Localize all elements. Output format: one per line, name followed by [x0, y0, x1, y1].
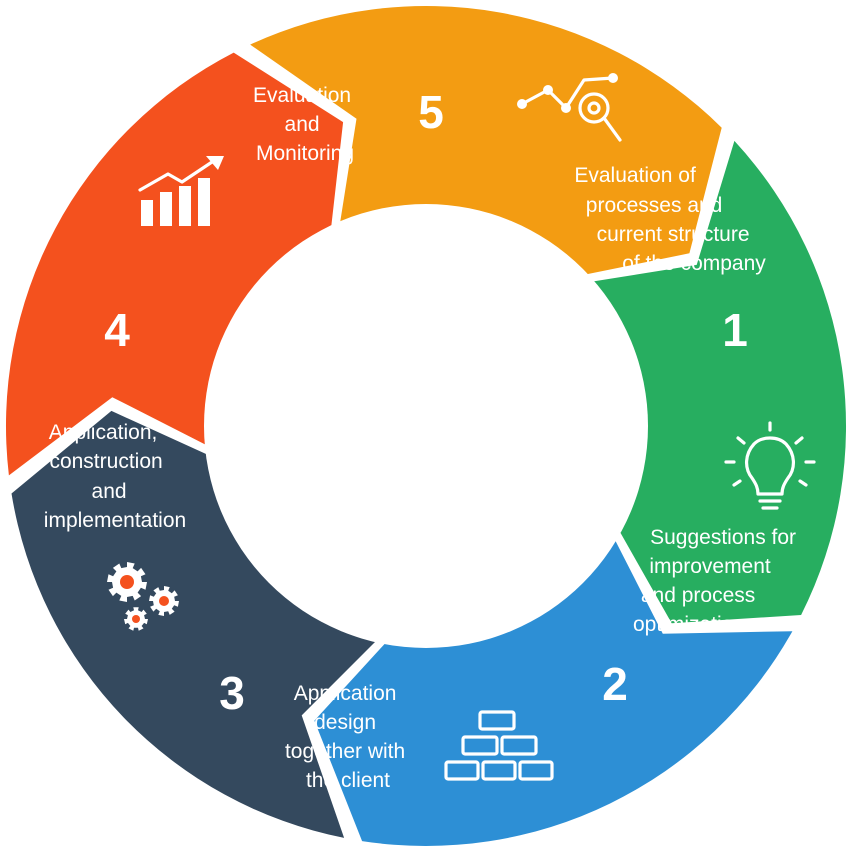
gear-hole: [159, 596, 169, 606]
step-2-label-line-4: optimization: [633, 613, 745, 636]
step-3-label-line-2: design: [314, 711, 376, 734]
step-1-label-line-2: processes and: [586, 194, 723, 217]
step-4-number: 4: [104, 304, 130, 356]
cycle-segments: [5, 6, 847, 846]
center-circle: [204, 204, 648, 648]
step-3-label-line-3: together with: [285, 740, 405, 763]
segment-step-5: [250, 6, 722, 277]
step-2-label-line-2: improvement: [649, 555, 771, 578]
gear-hole: [132, 615, 140, 623]
step-2-number: 2: [602, 658, 628, 710]
step-4: 4 Application, construction and implemen…: [44, 304, 186, 631]
lightbulb-icon: [724, 421, 816, 510]
segment-step-1: [580, 140, 847, 624]
step-5-label-line-3: Monitoring: [256, 142, 354, 165]
step-2-label-line-1: Suggestions for: [650, 526, 796, 549]
segment-step-3: [11, 410, 385, 838]
bricks-icon: [444, 710, 554, 781]
segment-step-4: [5, 52, 344, 476]
step-3-label-line-4: the client: [306, 769, 390, 792]
gears-icon: [107, 562, 179, 631]
step-5-label-line-2: and: [285, 113, 320, 136]
step-5-label: Evaluation and Monitoring: [253, 84, 357, 165]
step-1-number: 1: [722, 304, 748, 356]
step-3-label: Application design together with the cli…: [285, 682, 411, 792]
step-1: Evaluation of processes and current stru…: [517, 73, 766, 356]
step-5-label-line-1: Evaluation: [253, 84, 351, 107]
gear-hole: [120, 575, 134, 589]
step-2-label-line-3: and process: [641, 584, 755, 607]
step-1-label: Evaluation of processes and current stru…: [574, 164, 766, 275]
step-4-label-line-3: and: [92, 480, 127, 503]
step-2-label: Suggestions for improvement and process …: [633, 526, 802, 636]
step-2: Suggestions for improvement and process …: [602, 421, 816, 710]
step-3-label-line-1: Application: [294, 682, 397, 705]
step-4-label-line-4: implementation: [44, 509, 186, 532]
growth-chart-icon: [138, 156, 224, 226]
step-4-label-line-1: Application,: [49, 421, 158, 444]
step-3-number: 3: [219, 667, 245, 719]
step-4-label: Application, construction and implementa…: [44, 421, 186, 532]
magnifier-chart-icon: [517, 73, 622, 142]
segment-step-2: [314, 528, 793, 846]
step-1-label-line-1: Evaluation of: [574, 164, 696, 187]
step-4-label-line-2: construction: [49, 450, 162, 473]
step-1-label-line-3: current structure: [597, 223, 750, 246]
step-3: 3 Application design together with the c…: [219, 667, 554, 792]
step-5-number: 5: [418, 86, 444, 138]
step-1-label-line-4: of the company: [622, 252, 766, 275]
step-5: Evaluation and Monitoring 5: [138, 84, 444, 226]
